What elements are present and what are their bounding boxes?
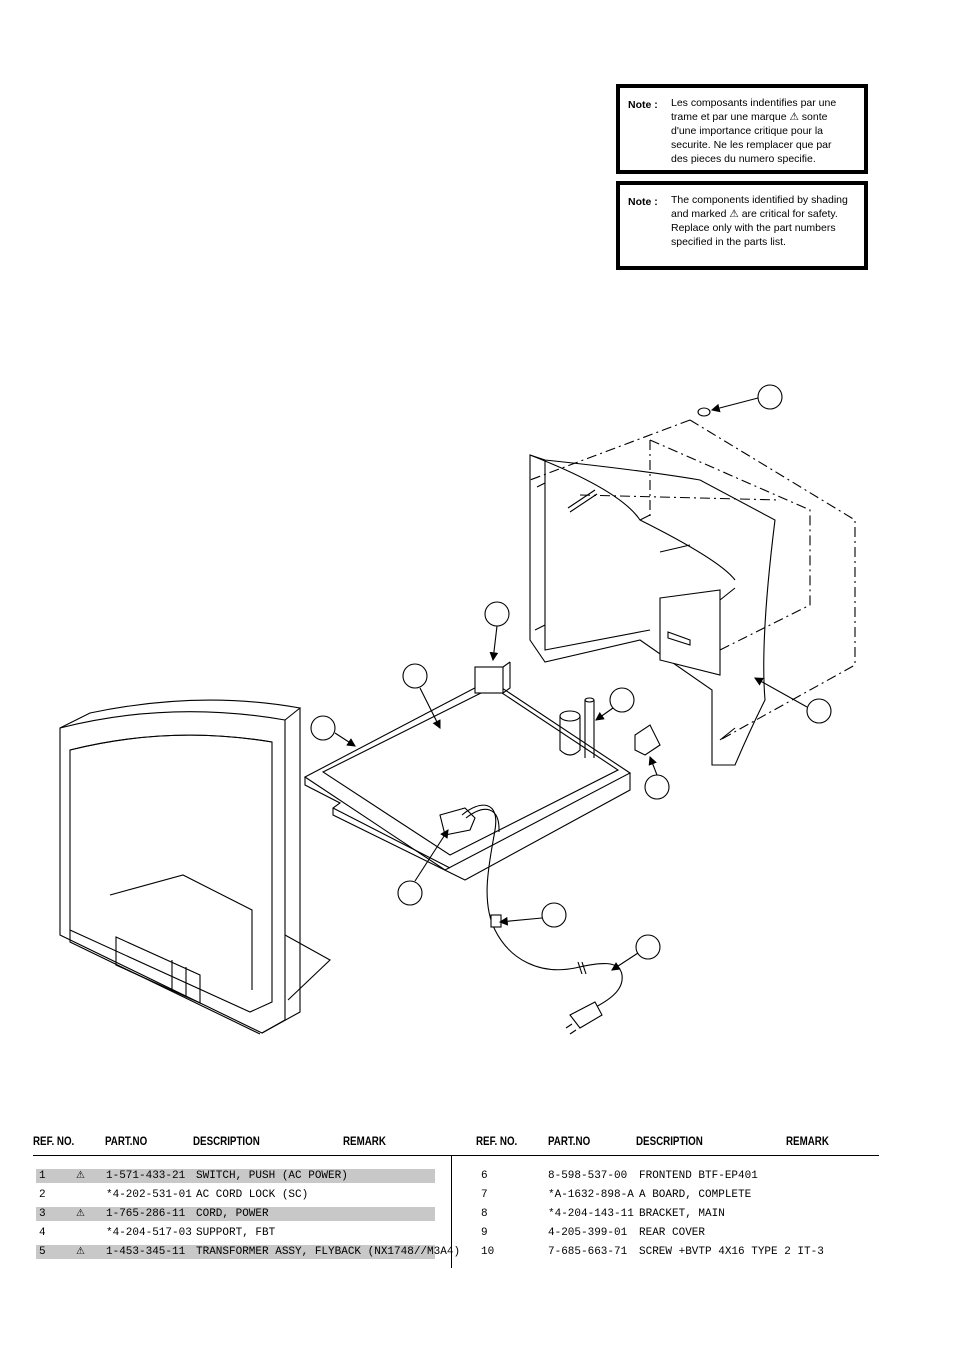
part-no: 8-598-537-00 — [548, 1170, 628, 1182]
header-remark: REMARK — [343, 1136, 386, 1148]
safety-warning-icon: ⚠ — [76, 1208, 85, 1219]
description: CORD, POWER — [196, 1208, 269, 1220]
exploded-view-diagram — [59, 384, 856, 1035]
part-no: *4-204-517-03 — [106, 1227, 192, 1239]
note-box-french: Note : Les composants indentifies par un… — [616, 84, 868, 174]
callout-circle — [402, 663, 428, 689]
callout-circle — [806, 698, 832, 724]
part-no: 1-765-286-11 — [106, 1208, 186, 1220]
note-line: and marked ⚠ are critical for safety. — [671, 208, 838, 220]
description: AC CORD LOCK (SC) — [196, 1189, 309, 1201]
callouts — [310, 384, 832, 960]
callout-circle — [397, 880, 423, 906]
note-line: Les composants indentifies par une — [671, 97, 837, 109]
description: SUPPORT, FBT — [196, 1227, 276, 1239]
callout-circle — [757, 384, 783, 410]
rear-cover — [529, 454, 776, 766]
table-row: 6 8-598-537-00 FRONTEND BTF-EP401 — [481, 1169, 861, 1183]
part-no: 7-685-663-71 — [548, 1246, 628, 1258]
note-text: The components identified by shading and… — [671, 193, 858, 249]
table-row: 9 4-205-399-01 REAR COVER — [481, 1226, 861, 1240]
part-no: *A-1632-898-A — [548, 1189, 634, 1201]
power-cord — [461, 804, 623, 1035]
safety-warning-icon: ⚠ — [76, 1246, 85, 1257]
note-box-english: Note : The components identified by shad… — [616, 181, 868, 270]
ref-no: 5 — [39, 1246, 46, 1258]
ref-no: 2 — [39, 1189, 46, 1201]
part-no: *4-202-531-01 — [106, 1189, 192, 1201]
table-column-divider — [451, 1156, 452, 1268]
note-line: securite. Ne les remplacer que par — [671, 139, 832, 151]
description: BRACKET, MAIN — [639, 1208, 725, 1220]
header-part-no: PART.NO — [105, 1136, 148, 1148]
note-line: d'une importance critique pour la — [671, 125, 824, 137]
tv-front-panel — [59, 699, 331, 1035]
note-line: Replace only with the part numbers — [671, 222, 836, 234]
ref-no: 4 — [39, 1227, 46, 1239]
note-text: Les composants indentifies par une trame… — [671, 96, 858, 166]
ref-no: 3 — [39, 1208, 46, 1220]
assembly-guide-lines — [529, 419, 856, 741]
header-remark: REMARK — [786, 1136, 829, 1148]
part-no: 1-571-433-21 — [106, 1170, 186, 1182]
push-switch — [474, 666, 504, 694]
header-description: DESCRIPTION — [636, 1136, 703, 1148]
header-description: DESCRIPTION — [193, 1136, 260, 1148]
bracket-main — [634, 724, 661, 756]
description: REAR COVER — [639, 1227, 706, 1239]
ref-no: 9 — [481, 1227, 488, 1239]
description: SCREW +BVTP 4X16 TYPE 2 IT-3 — [639, 1246, 824, 1258]
leader-lines — [334, 397, 808, 971]
callout-circle — [609, 687, 635, 713]
ref-no: 10 — [481, 1246, 495, 1258]
callout-circle — [635, 934, 661, 960]
table-row: 7 *A-1632-898-A A BOARD, COMPLETE — [481, 1188, 861, 1202]
part-no: *4-204-143-11 — [548, 1208, 634, 1220]
header-ref-no: REF. NO. — [476, 1136, 518, 1148]
table-row: 5 ⚠ 1-453-345-11 TRANSFORMER ASSY, FLYBA… — [36, 1245, 460, 1259]
callout-circle — [644, 774, 670, 800]
header-part-no: PART.NO — [548, 1136, 591, 1148]
note-line: trame et par une marque ⚠ sonte — [671, 111, 828, 123]
table-row: 2 *4-202-531-01 AC CORD LOCK (SC) — [36, 1188, 435, 1202]
note-line: specified in the parts list. — [671, 236, 786, 248]
header-ref-no: REF. NO. — [33, 1136, 75, 1148]
note-label: Note : — [628, 196, 658, 208]
ref-no: 1 — [39, 1170, 46, 1182]
note-label: Note : — [628, 99, 658, 111]
ref-no: 7 — [481, 1189, 488, 1201]
callout-circle — [310, 715, 336, 741]
ref-no: 8 — [481, 1208, 488, 1220]
description: A BOARD, COMPLETE — [639, 1189, 752, 1201]
description: FRONTEND BTF-EP401 — [639, 1170, 758, 1182]
table-row: 1 ⚠ 1-571-433-21 SWITCH, PUSH (AC POWER) — [36, 1169, 435, 1183]
table-row: 10 7-685-663-71 SCREW +BVTP 4X16 TYPE 2 … — [481, 1245, 861, 1259]
description: SWITCH, PUSH (AC POWER) — [196, 1170, 348, 1182]
chassis-board-assembly — [303, 661, 632, 881]
note-line: The components identified by shading — [671, 194, 848, 206]
part-no: 4-205-399-01 — [548, 1227, 628, 1239]
part-no: 1-453-345-11 — [106, 1246, 186, 1258]
callout-circle — [541, 902, 567, 928]
description: TRANSFORMER ASSY, FLYBACK (NX1748//M3A4) — [196, 1246, 461, 1258]
callout-circle — [484, 601, 510, 627]
table-header-rule — [33, 1155, 879, 1156]
table-row: 3 ⚠ 1-765-286-11 CORD, POWER — [36, 1207, 435, 1221]
safety-warning-icon: ⚠ — [76, 1170, 85, 1181]
table-row: 8 *4-204-143-11 BRACKET, MAIN — [481, 1207, 861, 1221]
screw — [697, 407, 711, 417]
table-row: 4 *4-204-517-03 SUPPORT, FBT — [36, 1226, 435, 1240]
ref-no: 6 — [481, 1170, 488, 1182]
note-line: des pieces du numero specifie. — [671, 153, 816, 165]
